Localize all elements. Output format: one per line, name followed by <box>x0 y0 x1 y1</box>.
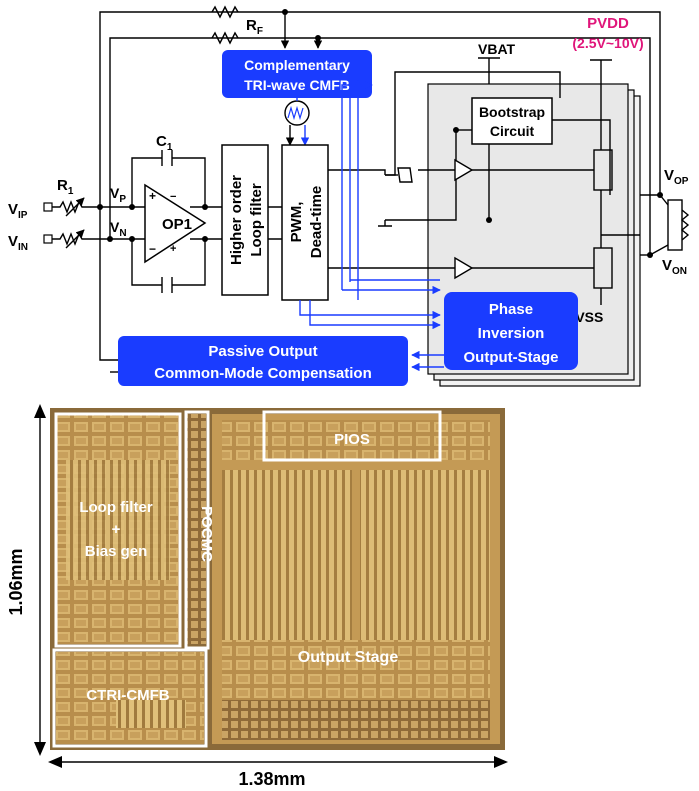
bootstrap-block: Bootstrap Circuit <box>472 98 552 144</box>
pios-label-3: Output-Stage <box>464 349 559 366</box>
pios-label-1: Phase <box>489 301 533 318</box>
width-dimension-label: 1.38mm <box>238 769 305 789</box>
pwm-label-2: Dead-time <box>308 186 325 259</box>
input-section: VIP VIN R1 VP VN <box>8 177 145 253</box>
loop-filter-die-label-2: + <box>112 521 121 538</box>
op1-minus-in: − <box>149 242 156 256</box>
die-photo: PIOS Loop filter + Bias gen POCMC Output… <box>50 408 505 750</box>
pocmc-die-label: POCMC <box>198 506 215 562</box>
vin-terminal <box>44 235 52 243</box>
pocmc-label-1: Passive Output <box>208 343 317 360</box>
op1-minus-out: − <box>170 191 176 203</box>
vp-label: VP <box>110 185 126 205</box>
vip-terminal <box>44 203 52 211</box>
loop-filter-label-2: Loop filter <box>248 183 265 256</box>
loop-filter-die-label-1: Loop filter <box>79 499 152 516</box>
triangle-wave-source-icon <box>285 98 309 145</box>
vin-label: VIN <box>8 233 28 253</box>
op1-label: OP1 <box>162 216 192 233</box>
vbat-label: VBAT <box>478 41 516 57</box>
loop-filter-block: Higher order Loop filter <box>222 145 282 295</box>
speaker-load-icon: VOP VON <box>647 167 689 277</box>
cmfb-label-1: Complementary <box>244 57 350 73</box>
bootstrap-label-2: Circuit <box>490 123 535 139</box>
height-dimension-label: 1.06mm <box>6 548 26 615</box>
vip-label: VIP <box>8 201 28 221</box>
von-label: VON <box>662 257 687 277</box>
vn-label: VN <box>110 219 127 239</box>
op1-plus-out: + <box>170 243 176 255</box>
op1-plus-in: + <box>149 189 156 203</box>
c1-label: C1 <box>156 133 173 153</box>
r1-label: R1 <box>57 177 74 197</box>
rf-label: RF <box>246 17 263 37</box>
loop-filter-die-label-3: Bias gen <box>85 543 148 560</box>
pocmc-label-2: Common-Mode Compensation <box>154 365 372 382</box>
vop-label: VOP <box>664 167 689 187</box>
op1-amplifier: C1 OP1 + − − + <box>132 133 222 293</box>
output-stage-die-label: Output Stage <box>298 649 399 666</box>
pvdd-label: PVDD <box>587 15 629 32</box>
pios-label-2: Inversion <box>478 325 545 342</box>
pios-die-label: PIOS <box>334 431 370 448</box>
cmfb-label-2: TRI-wave CMFB <box>244 77 350 93</box>
pwm-label-1: PWM, <box>288 202 305 243</box>
schematic: RF Complementary TRI-wave CMFB VBAT PVDD… <box>8 7 689 386</box>
ctri-cmfb-die-label: CTRI-CMFB <box>86 687 169 704</box>
bootstrap-label-1: Bootstrap <box>479 104 545 120</box>
pvdd-range-label: (2.5V~10V) <box>572 35 643 51</box>
loop-filter-label-1: Higher order <box>228 175 245 265</box>
